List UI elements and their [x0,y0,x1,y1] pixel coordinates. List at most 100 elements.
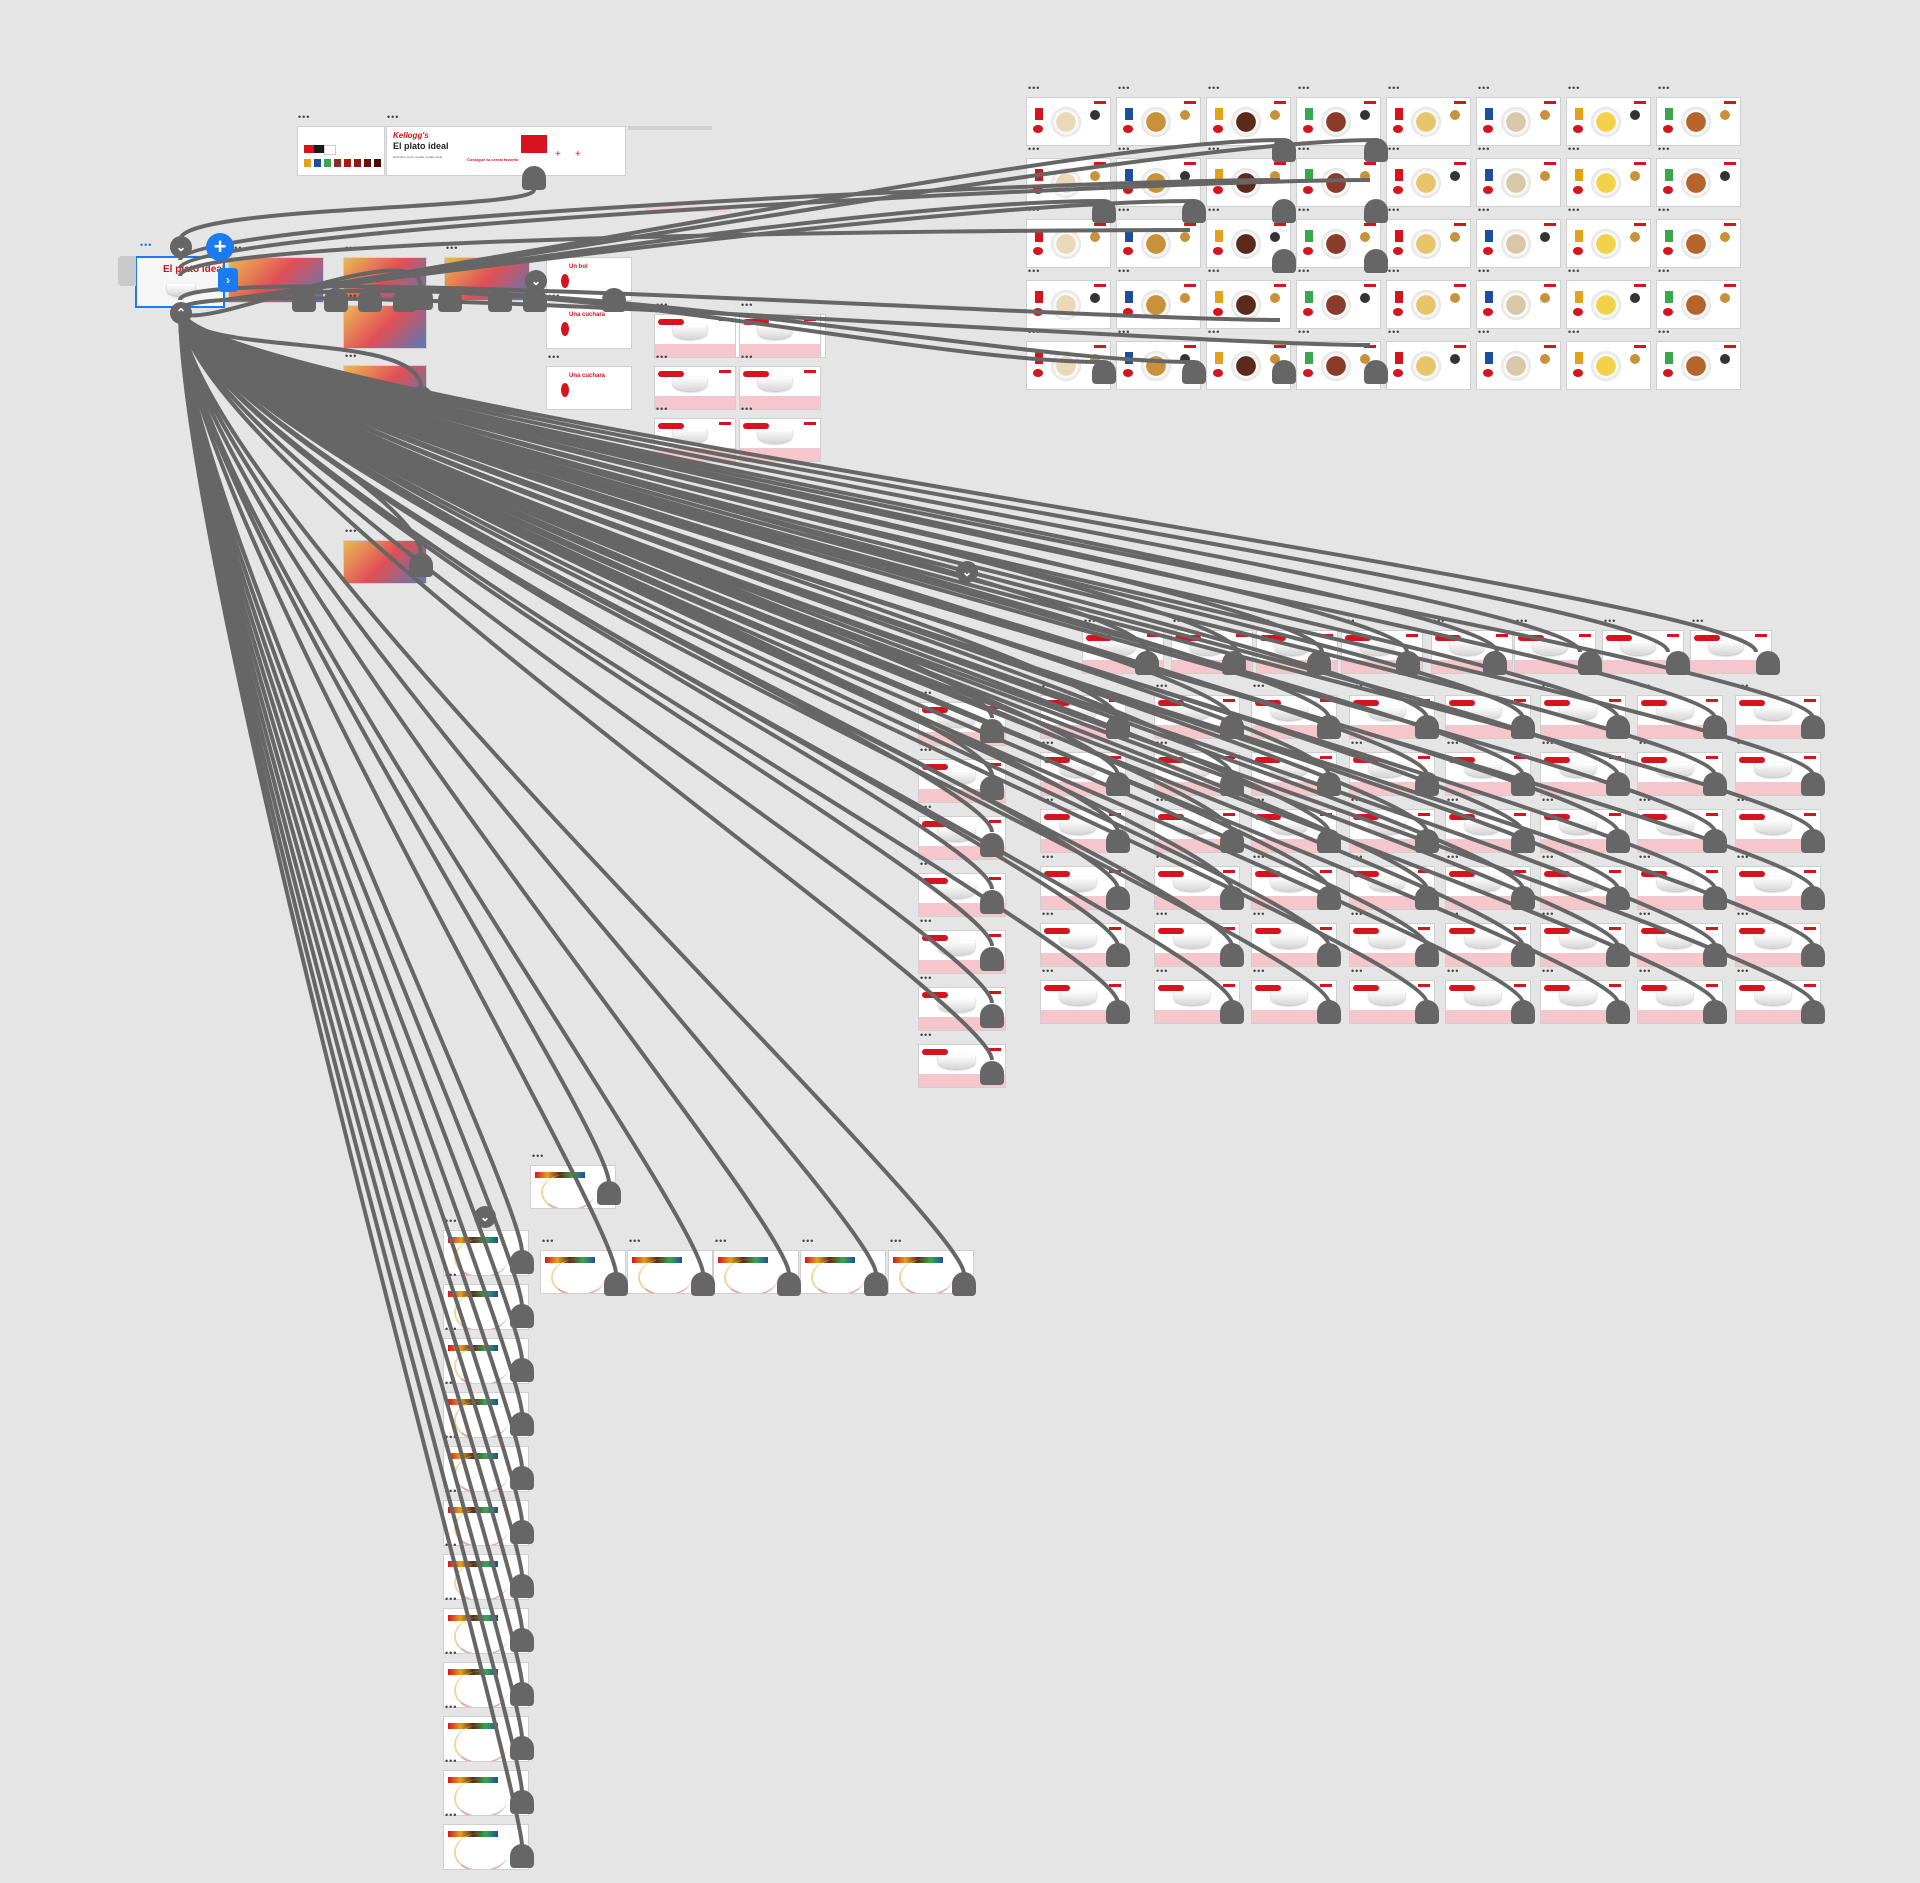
hotspot-handle[interactable] [510,1574,534,1598]
hotspot-handle[interactable] [522,166,546,190]
board-menu-icon[interactable]: ••• [345,243,358,253]
board-menu-icon[interactable]: ••• [1433,616,1446,626]
board-menu-icon[interactable]: ••• [1208,327,1221,337]
board-menu-icon[interactable]: ••• [140,240,153,250]
board-menu-icon[interactable]: ••• [1604,616,1617,626]
hotspot-handle[interactable] [1511,715,1535,739]
board-menu-icon[interactable]: ••• [1388,205,1401,215]
hotspot-handle[interactable] [510,1682,534,1706]
collapse-toggle-icon[interactable]: ⌄ [956,561,978,583]
board-menu-icon[interactable]: ••• [548,243,561,253]
hotspot-handle[interactable] [1220,829,1244,853]
board-menu-icon[interactable]: ••• [1447,909,1460,919]
board-menu-icon[interactable]: ••• [656,404,669,414]
hotspot-handle[interactable] [488,288,512,312]
hotspot-handle[interactable] [980,947,1004,971]
recipe-board[interactable] [1026,97,1111,146]
board-menu-icon[interactable]: ••• [656,352,669,362]
board-menu-icon[interactable]: ••• [1737,966,1750,976]
hotspot-handle[interactable] [1415,715,1439,739]
hotspot-handle[interactable] [602,288,626,312]
board-menu-icon[interactable]: ••• [741,352,754,362]
board-menu-icon[interactable]: ••• [1351,738,1364,748]
recipe-board[interactable] [1476,158,1561,207]
board-menu-icon[interactable]: ••• [445,1216,458,1226]
hotspot-handle[interactable] [980,1004,1004,1028]
hotspot-handle[interactable] [1511,772,1535,796]
recipe-board[interactable] [1296,158,1381,207]
board-menu-icon[interactable]: ••• [1258,616,1271,626]
hotspot-handle[interactable] [864,1272,888,1296]
board-menu-icon[interactable]: ••• [1028,266,1041,276]
board-menu-icon[interactable]: ••• [1028,327,1041,337]
hotspot-handle[interactable] [1801,943,1825,967]
hotspot-handle[interactable] [980,719,1004,743]
board-menu-icon[interactable]: ••• [1028,144,1041,154]
board-menu-icon[interactable]: ••• [1156,795,1169,805]
hotspot-handle[interactable] [1220,715,1244,739]
hotspot-handle[interactable] [510,1250,534,1274]
recipe-board[interactable] [1386,97,1471,146]
recipe-board[interactable] [1476,280,1561,329]
hotspot-handle[interactable] [1364,360,1388,384]
recipe-board[interactable] [1476,97,1561,146]
board-menu-icon[interactable]: ••• [1156,966,1169,976]
hotspot-handle[interactable] [1606,943,1630,967]
board-menu-icon[interactable]: ••• [1351,795,1364,805]
board-menu-icon[interactable]: ••• [920,688,933,698]
hotspot-handle[interactable] [510,1358,534,1382]
recipe-board[interactable] [1116,219,1201,268]
hotspot-handle[interactable] [1106,715,1130,739]
hotspot-handle[interactable] [1511,886,1535,910]
hotspot-handle[interactable] [523,288,547,312]
hotspot-handle[interactable] [1182,360,1206,384]
hotspot-handle[interactable] [1511,829,1535,853]
hotspot-handle[interactable] [1317,829,1341,853]
board-menu-icon[interactable]: ••• [445,1756,458,1766]
board-menu-icon[interactable]: ••• [1639,681,1652,691]
hotspot-handle[interactable] [393,288,417,312]
hotspot-handle[interactable] [324,288,348,312]
hotspot-handle[interactable] [1396,651,1420,675]
hotspot-handle[interactable] [292,288,316,312]
recipe-board[interactable] [1656,97,1741,146]
recipe-board[interactable] [1566,341,1651,390]
board-menu-icon[interactable]: ••• [445,1324,458,1334]
board-menu-icon[interactable]: ••• [1447,795,1460,805]
hotspot-handle[interactable] [409,553,433,577]
hotspot-handle[interactable] [1092,199,1116,223]
hotspot-handle[interactable] [1182,199,1206,223]
board-menu-icon[interactable]: ••• [1542,966,1555,976]
board-menu-icon[interactable]: ••• [1658,266,1671,276]
hotspot-handle[interactable] [980,890,1004,914]
board-menu-icon[interactable]: ••• [1253,681,1266,691]
hotspot-handle[interactable] [1220,886,1244,910]
board-menu-icon[interactable]: ••• [445,1270,458,1280]
hotspot-handle[interactable] [1801,829,1825,853]
board-menu-icon[interactable]: ••• [1737,852,1750,862]
hotspot-handle[interactable] [1092,360,1116,384]
hotspot-handle[interactable] [1415,886,1439,910]
board-menu-icon[interactable]: ••• [1542,852,1555,862]
board-menu-icon[interactable]: ••• [1692,616,1705,626]
hotspot-handle[interactable] [1317,715,1341,739]
hotspot-handle[interactable] [597,1181,621,1205]
hotspot-handle[interactable] [510,1736,534,1760]
hotspot-handle[interactable] [1415,772,1439,796]
board-menu-icon[interactable]: ••• [1118,144,1131,154]
bowl-board[interactable] [739,418,821,462]
board-menu-icon[interactable]: ••• [1156,909,1169,919]
board-menu-icon[interactable]: ••• [1447,681,1460,691]
hotspot-handle[interactable] [980,776,1004,800]
board-menu-icon[interactable]: ••• [1639,852,1652,862]
board-menu-icon[interactable]: ••• [1118,205,1131,215]
hotspot-handle[interactable] [1317,943,1341,967]
hotspot-handle[interactable] [1606,715,1630,739]
board-menu-icon[interactable]: ••• [920,802,933,812]
hotspot-handle[interactable] [1415,943,1439,967]
hotspot-handle[interactable] [1317,772,1341,796]
board-menu-icon[interactable]: ••• [1042,966,1055,976]
hotspot-handle[interactable] [1606,886,1630,910]
recipe-board[interactable] [1566,219,1651,268]
